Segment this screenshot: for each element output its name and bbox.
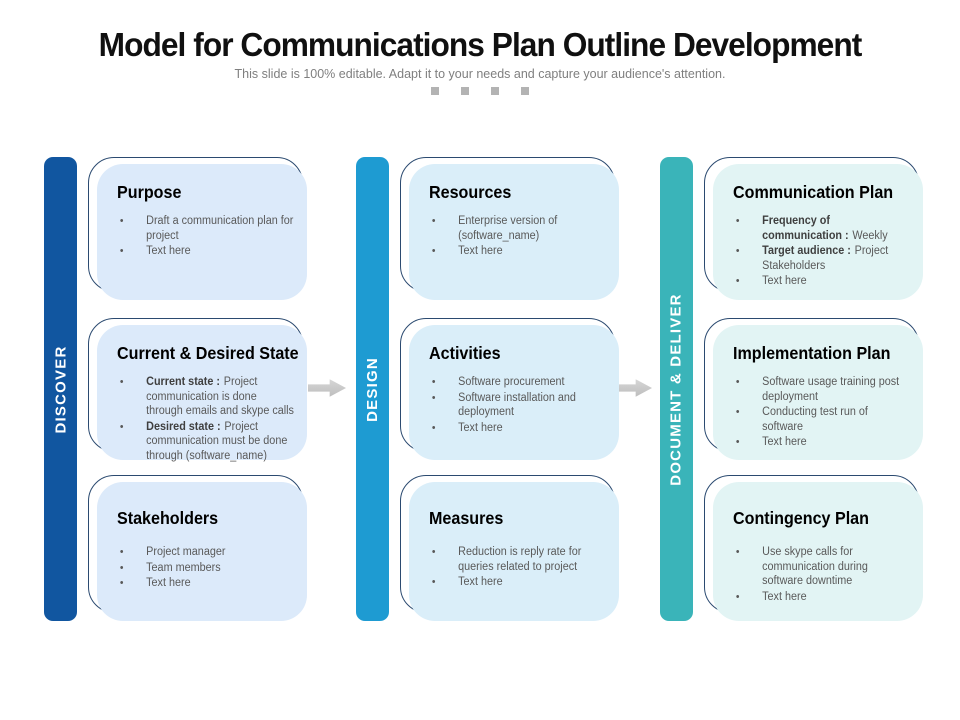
card-title: Activities [429, 343, 501, 363]
bullet-item: Draft a communication plan for project [117, 214, 294, 243]
card-purpose: Purpose Draft a communication plan for p… [88, 157, 307, 300]
bullet-list: Draft a communication plan for project T… [117, 214, 294, 259]
page-title: Model for Communications Plan Outline De… [98, 26, 863, 63]
card-title: Communication Plan [733, 182, 894, 202]
phase-bar-label: DESIGN [364, 356, 381, 422]
bullet-text: Draft a communication plan for project [146, 215, 294, 242]
bullet-bold: Frequency of communication : [762, 215, 849, 242]
phase-bar-discover: DISCOVER [44, 157, 77, 621]
bullet-list: Current state :Project communication is … [117, 375, 294, 463]
card-stakeholders: Stakeholders Project manager Team member… [88, 475, 307, 621]
card-current-desired-state: Current & Desired State Current state :P… [88, 318, 307, 463]
bullet-item: Text here [733, 435, 910, 450]
card-body: Communication Plan Frequency of communic… [713, 164, 923, 300]
card-title: Measures [429, 508, 504, 528]
card-body: Resources Enterprise version of (softwar… [409, 164, 619, 300]
decor-square [521, 87, 529, 95]
bullet-text: Team members [146, 561, 221, 574]
bullet-text: Text here [458, 245, 503, 257]
card-body: Purpose Draft a communication plan for p… [97, 164, 307, 300]
card-contingency-plan: Contingency Plan Use skype calls for com… [704, 475, 923, 621]
phase-bar-design: DESIGN [356, 157, 389, 621]
bullet-text: Weekly [852, 229, 888, 242]
flow-arrow-icon [614, 379, 652, 397]
bullet-item: Text here [429, 244, 606, 259]
bullet-list: Project manager Team members Text here [117, 545, 294, 591]
phase-bar-label: DISCOVER [52, 345, 70, 433]
bullet-text: Text here [146, 245, 191, 257]
bullet-list: Enterprise version of (software_name) Te… [429, 214, 606, 259]
bullet-item: Team members [117, 561, 294, 576]
bullet-bold: Desired state : [146, 420, 221, 433]
bullet-item: Target audience :Project Stakeholders [733, 244, 910, 273]
phase-bar-document-deliver: DOCUMENT & DELIVER [660, 157, 693, 621]
bullet-item: Software procurement [429, 375, 606, 390]
bullet-item: Current state :Project communication is … [117, 375, 294, 419]
bullet-text: Reduction is reply rate for queries rela… [458, 546, 582, 573]
card-title: Current & Desired State [117, 343, 299, 363]
card-body: Implementation Plan Software usage train… [713, 325, 923, 460]
bullet-text: Text here [146, 577, 191, 589]
bullet-text: Software installation and deployment [458, 391, 576, 419]
phase-bar-label: DOCUMENT & DELIVER [668, 292, 685, 486]
bullet-text: Use skype calls for communication during… [762, 546, 868, 587]
bullet-item: Text here [117, 244, 294, 259]
bullet-item: Text here [429, 575, 606, 590]
card-title: Resources [429, 182, 512, 202]
bullet-text: Text here [458, 576, 503, 588]
bullet-list: Reduction is reply rate for queries rela… [429, 545, 606, 590]
bullet-text: Project communication must be done throu… [146, 420, 288, 462]
bullet-text: Enterprise version of (software_name) [458, 215, 558, 242]
card-body: Contingency Plan Use skype calls for com… [713, 482, 923, 621]
card-activities: Activities Software procurement Software… [400, 318, 619, 460]
card-title: Implementation Plan [733, 343, 891, 363]
bullet-item: Software usage training post deployment [733, 375, 910, 404]
flow-arrow-icon [308, 379, 346, 397]
decor-square [461, 87, 469, 95]
card-body: Measures Reduction is reply rate for que… [409, 482, 619, 621]
card-measures: Measures Reduction is reply rate for que… [400, 475, 619, 621]
bullet-item: Text here [733, 274, 910, 289]
bullet-list: Software usage training post deployment … [733, 375, 910, 450]
bullet-text: Text here [762, 436, 807, 448]
bullet-item: Desired state :Project communication mus… [117, 420, 294, 464]
bullet-item: Project manager [117, 545, 294, 560]
page-subtitle: This slide is 100% editable. Adapt it to… [234, 67, 726, 81]
bullet-item: Software installation and deployment [429, 391, 606, 420]
card-body: Current & Desired State Current state :P… [97, 325, 307, 463]
bullet-text: Project Stakeholders [762, 245, 889, 272]
card-title: Contingency Plan [733, 508, 869, 528]
bullet-text: Text here [762, 275, 807, 287]
decor-square [491, 87, 499, 95]
bullet-item: Conducting test run of software [733, 405, 910, 434]
bullet-text: Text here [458, 421, 503, 434]
bullet-list: Use skype calls for communication during… [733, 545, 910, 604]
card-title: Stakeholders [117, 508, 219, 528]
bullet-item: Text here [117, 576, 294, 591]
bullet-text: Conducting test run of software [762, 406, 868, 433]
bullet-text: Text here [762, 590, 807, 603]
bullet-text: Software usage training post deployment [762, 376, 900, 403]
card-communication-plan: Communication Plan Frequency of communic… [704, 157, 923, 300]
bullet-text: Project communication is done through em… [146, 376, 294, 417]
bullet-item: Text here [429, 421, 606, 436]
bullet-text: Software procurement [458, 376, 565, 388]
bullet-list: Frequency of communication :Weekly Targe… [733, 214, 910, 289]
bullet-item: Reduction is reply rate for queries rela… [429, 545, 606, 574]
card-body: Stakeholders Project manager Team member… [97, 482, 307, 621]
bullet-item: Enterprise version of (software_name) [429, 214, 606, 243]
decor-square [431, 87, 439, 95]
card-implementation-plan: Implementation Plan Software usage train… [704, 318, 923, 460]
card-resources: Resources Enterprise version of (softwar… [400, 157, 619, 300]
card-body: Activities Software procurement Software… [409, 325, 619, 460]
bullet-item: Frequency of communication :Weekly [733, 214, 910, 243]
bullet-bold: Target audience : [762, 245, 851, 257]
bullet-item: Use skype calls for communication during… [733, 545, 910, 589]
decor-squares [0, 87, 960, 95]
bullet-item: Text here [733, 590, 910, 605]
bullet-text: Project manager [146, 546, 226, 558]
bullet-bold: Current state : [146, 376, 221, 388]
card-title: Purpose [117, 182, 182, 202]
bullet-list: Software procurement Software installati… [429, 375, 606, 435]
